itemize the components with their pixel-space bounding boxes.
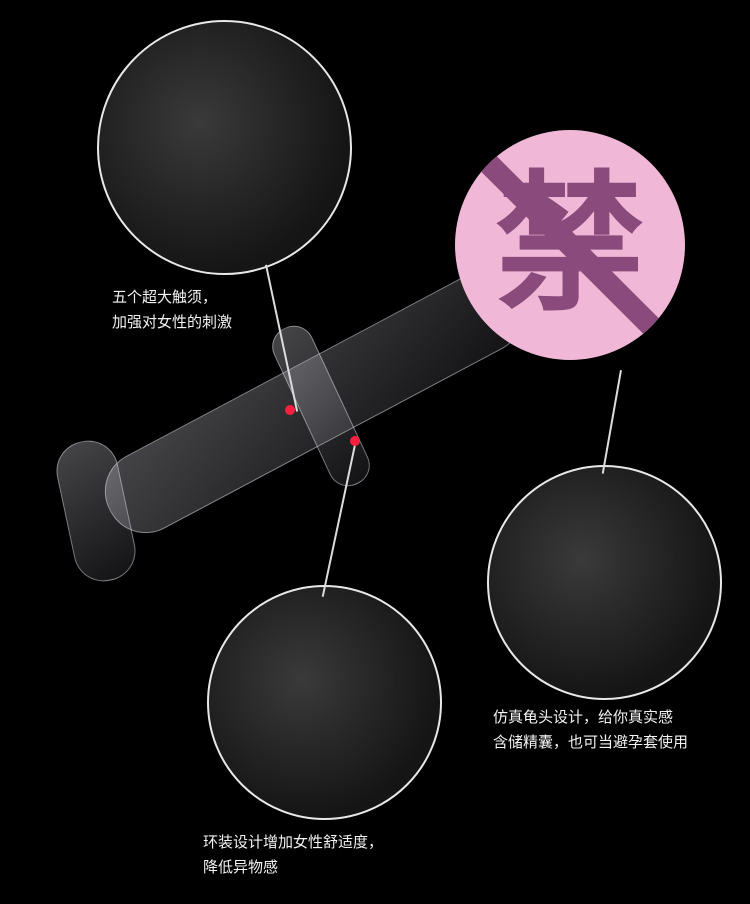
detail-circle-tentacles <box>97 20 352 275</box>
leader-line-tip <box>601 370 622 474</box>
caption-tip: 仿真龟头设计，给你真实感 含储精囊，也可当避孕套使用 <box>493 705 688 755</box>
detail-circle-tip <box>487 465 722 700</box>
caption-line: 加强对女性的刺激 <box>112 313 233 331</box>
caption-tentacles: 五个超大触须， 加强对女性的刺激 <box>112 285 232 335</box>
marker-dot-tentacles <box>285 405 295 415</box>
caption-line: 含储精囊，也可当避孕套使用 <box>493 733 689 751</box>
caption-line: 仿真龟头设计，给你真实感 <box>493 708 674 726</box>
caption-line: 环装设计增加女性舒适度， <box>203 833 384 851</box>
caption-line: 降低异物感 <box>203 858 279 876</box>
caption-line: 五个超大触须， <box>112 288 218 306</box>
caption-ring: 环装设计增加女性舒适度， 降低异物感 <box>203 830 383 880</box>
marker-dot-ring <box>350 436 360 446</box>
detail-circle-ring <box>207 585 442 820</box>
censor-mark: 禁 <box>455 130 685 360</box>
